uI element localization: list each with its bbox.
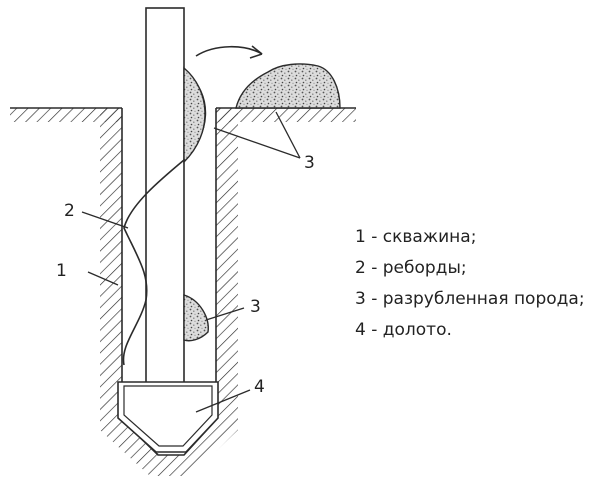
well-wall-left xyxy=(100,108,123,398)
legend-item: 3 - разрубленная порода; xyxy=(355,289,585,309)
drill-bit xyxy=(117,381,219,453)
auger-rod xyxy=(145,7,185,387)
discharge-arrow xyxy=(195,45,263,59)
callout-flanges: 2 xyxy=(64,201,75,221)
legend: 1 - скважина; 2 - реборды; 3 - разрублен… xyxy=(355,222,585,346)
callout-well: 1 xyxy=(56,261,67,281)
rock-on-flight-lower xyxy=(183,294,209,342)
legend-item: 2 - реборды; xyxy=(355,258,467,278)
legend-item: 4 - долото. xyxy=(355,320,452,340)
legend-item: 1 - скважина; xyxy=(355,227,477,247)
rock-on-flight-upper xyxy=(183,66,206,164)
callout-bit: 4 xyxy=(254,377,265,397)
callout-rock-lower: 3 xyxy=(250,297,261,317)
spoil-pile xyxy=(235,63,341,109)
leader-lines xyxy=(81,111,301,413)
helical-flight-lower xyxy=(122,299,147,366)
callout-rock-top: 3 xyxy=(304,153,315,173)
well-wall-right xyxy=(215,108,238,398)
